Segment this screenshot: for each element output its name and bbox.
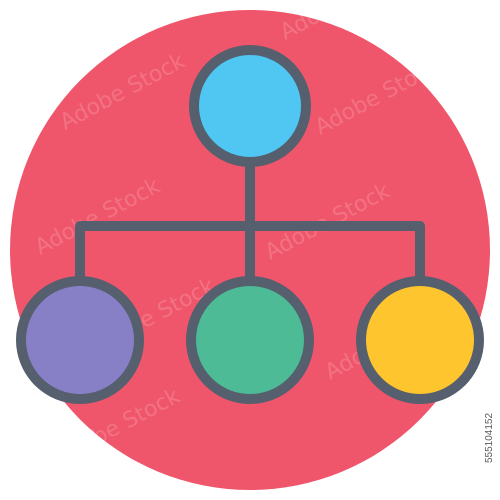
- image-id-text: 555104152: [484, 412, 495, 464]
- right-node: [356, 276, 484, 404]
- top-node: [189, 45, 311, 167]
- left-node: [16, 276, 144, 404]
- middle-node: [186, 276, 314, 404]
